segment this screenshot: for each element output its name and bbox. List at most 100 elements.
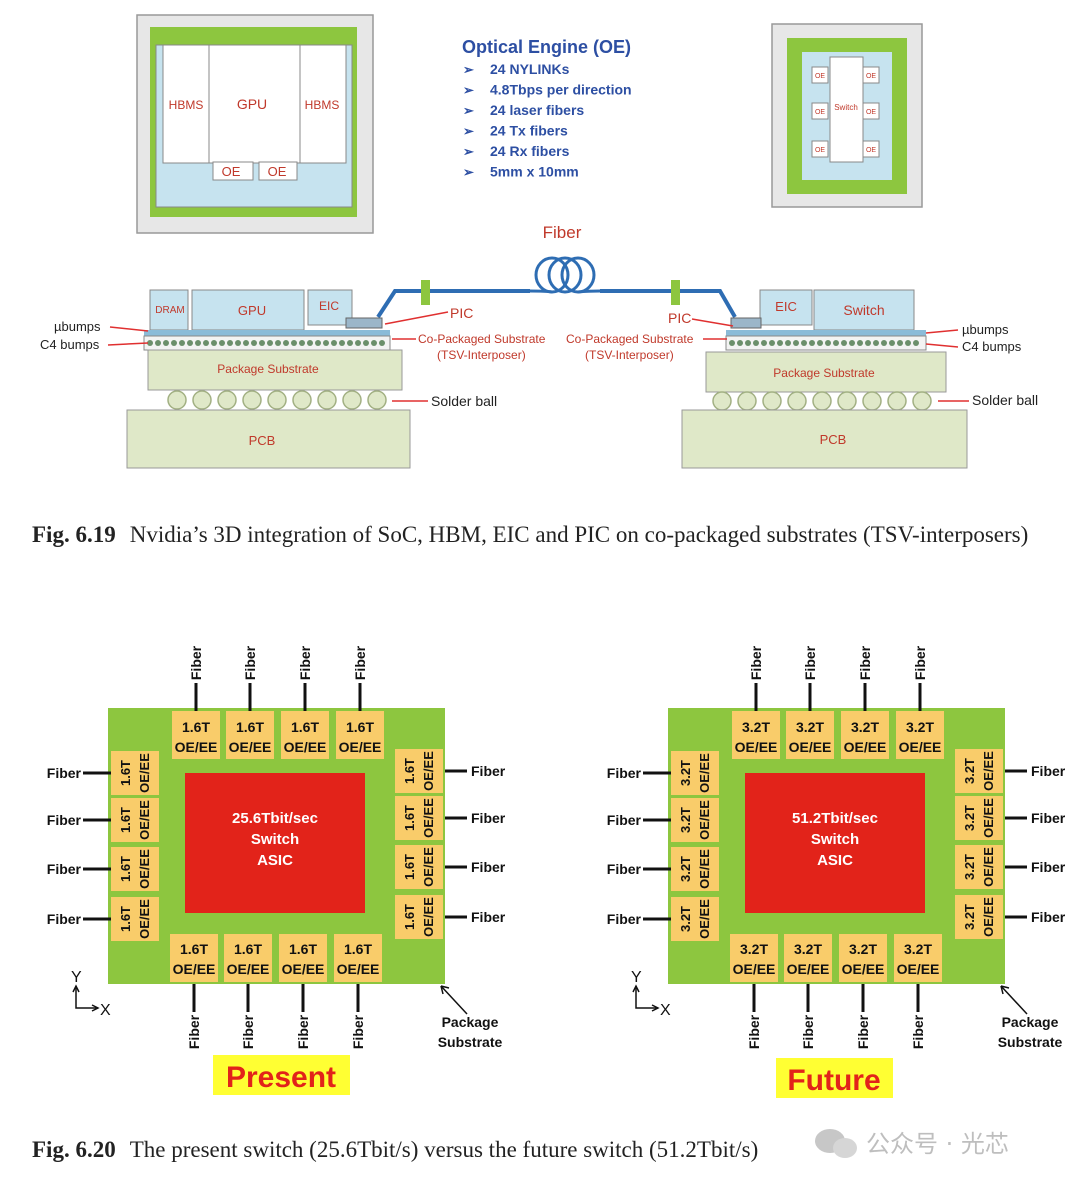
oe-type-label: OE/EE (175, 739, 218, 755)
oe-rate-label: 3.2T (962, 758, 977, 784)
solder-ball (787, 391, 807, 411)
oe-rate-label: 1.6T (289, 941, 317, 957)
gpu-cross-label: GPU (238, 303, 266, 318)
fiber-port-label: Fiber (800, 1014, 816, 1049)
pkg-pointer (440, 985, 468, 1015)
switch-asic (745, 773, 925, 913)
oe-type-label: OE/EE (137, 849, 152, 889)
oe-type-label: OE/EE (899, 739, 942, 755)
oe-bullet-icon: ➢ (463, 83, 475, 98)
oe-ee-module (111, 847, 159, 891)
c4-bump (905, 340, 911, 346)
c4-bump (857, 340, 863, 346)
oe-rate-label: 3.2T (904, 941, 932, 957)
watermark-text: 公众号 · 光芯 (866, 1130, 1009, 1158)
oe-rate-label: 1.6T (236, 719, 264, 735)
oe-type-label: OE/EE (981, 847, 996, 887)
oe-small-label: OE (866, 109, 876, 116)
hbm-left-label: HBMS (169, 98, 204, 112)
fiber-port-label: Fiber (1031, 763, 1066, 779)
fiber-port-label: Fiber (746, 1014, 762, 1049)
c4-bump (833, 340, 839, 346)
oe-ee-module (671, 751, 719, 795)
pcb-right: PCB (820, 432, 847, 447)
right-stack: EIC Switch Package Substrate PCB µbumps … (566, 289, 1038, 469)
fig620-caption-label: Fig. 6.20 (32, 1137, 116, 1162)
oe-small-box (862, 66, 880, 84)
c4-bump (865, 340, 871, 346)
oe-rate-label: 3.2T (796, 719, 824, 735)
oe-type-label: OE/EE (735, 739, 778, 755)
fiber-port-label: Fiber (607, 765, 642, 781)
oe-spec-item: 24 Rx fibers (490, 143, 570, 159)
oe-rate-label: 1.6T (118, 856, 133, 882)
oe-ee-module (170, 934, 218, 982)
solder-ball (837, 391, 857, 411)
c4-bump (785, 340, 791, 346)
oe-spec-item: 4.8Tbps per direction (490, 82, 632, 98)
oe-rate-label: 3.2T (678, 906, 693, 932)
watermark: 公众号 · 光芯 (815, 1129, 1009, 1158)
solder-ball (342, 390, 362, 410)
oe-rate-label: 3.2T (962, 904, 977, 930)
solder-right: Solder ball (972, 392, 1038, 408)
oe-type-label: OE/EE (733, 961, 776, 977)
oe-type-label: OE/EE (227, 961, 270, 977)
oe-rate-label: 1.6T (402, 805, 417, 831)
oe-type-label: OE/EE (421, 847, 436, 887)
oe-ee-module (955, 796, 1003, 840)
oe-rate-label: 1.6T (118, 906, 133, 932)
oe-type-label: OE/EE (421, 751, 436, 791)
pkg-substrate-right: Package Substrate (773, 366, 875, 380)
asic-label: Switch (811, 831, 859, 848)
c4-bump (323, 340, 329, 346)
c4-bump (841, 340, 847, 346)
c4-bump (355, 340, 361, 346)
c4-right: C4 bumps (962, 339, 1022, 354)
asic-label: ASIC (257, 852, 293, 869)
fiber-port-label: Fiber (47, 861, 82, 877)
oe-type-label: OE/EE (137, 800, 152, 840)
c4-bump (347, 340, 353, 346)
fiber-port-label: Fiber (47, 812, 82, 828)
c4-bump (267, 340, 273, 346)
oe-ee-module (955, 845, 1003, 889)
fiber-port-label: Fiber (857, 645, 873, 680)
fiber-port-label: Fiber (471, 763, 506, 779)
oe-bullet-icon: ➢ (463, 62, 475, 77)
oe-type-label: OE/EE (137, 753, 152, 793)
solder-ball (862, 391, 882, 411)
fiber-port-label: Fiber (1031, 810, 1066, 826)
oe-spec-item: 24 Tx fibers (490, 123, 568, 139)
ubumps-right: µbumps (962, 322, 1009, 337)
solder-ball (292, 390, 312, 410)
axis-y-label: Y (631, 969, 642, 986)
oe-small-box (811, 66, 829, 84)
fig620-caption-text: The present switch (25.6Tbit/s) versus t… (129, 1137, 759, 1162)
pkg-substrate-left: Package Substrate (217, 362, 319, 376)
oe-title: Optical Engine (OE) (462, 37, 631, 57)
cps-left-2: (TSV-Interposer) (437, 348, 526, 362)
fiber-port-label: Fiber (242, 645, 258, 680)
fiber-port-label: Fiber (607, 861, 642, 877)
oe-type-label: OE/EE (339, 739, 382, 755)
oe-rate-label: 1.6T (118, 807, 133, 833)
c4-bump (745, 340, 751, 346)
pkg-label-2: Substrate (998, 1034, 1063, 1050)
fig620-caption: Fig. 6.20 The present switch (25.6Tbit/s)… (32, 1135, 882, 1164)
oe-ee-module (894, 934, 942, 982)
c4-bump (379, 340, 385, 346)
c4-bump (817, 340, 823, 346)
solder-ball (317, 390, 337, 410)
oe-rate-label: 3.2T (678, 760, 693, 786)
c4-bump (259, 340, 265, 346)
present-switch-diagram: 25.6Tbit/secSwitchASIC1.6TOE/EEFiber1.6T… (47, 645, 506, 1095)
fig619-caption-label: Fig. 6.19 (32, 522, 116, 547)
oe-bullet-icon: ➢ (463, 103, 475, 118)
c4-bump (187, 340, 193, 346)
oe-bullet-icon: ➢ (463, 144, 475, 159)
solder-ball (712, 391, 732, 411)
pic-right-label: PIC (668, 310, 691, 326)
fiber-port-label: Fiber (297, 645, 313, 680)
